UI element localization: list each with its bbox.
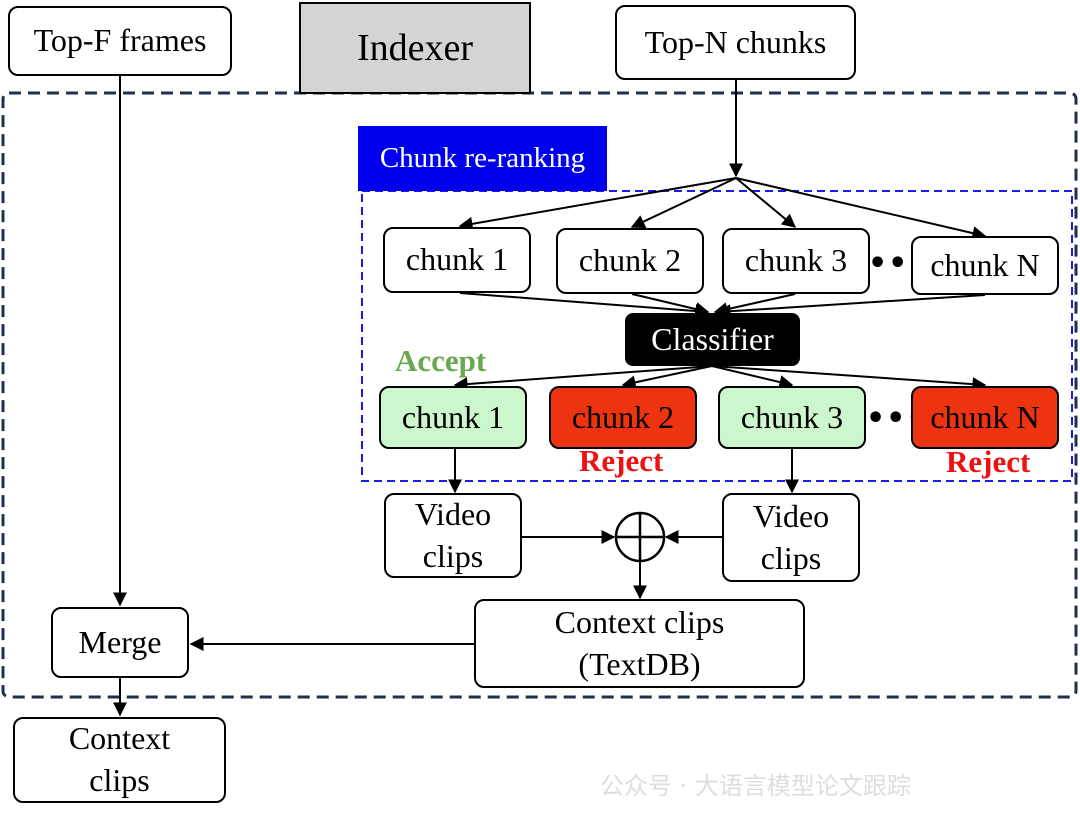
result-chunk-reject: chunk 2 <box>549 386 697 449</box>
arrow-classifier-result3 <box>711 365 794 389</box>
arrow-classifier-resultN <box>711 365 987 392</box>
merge-box: Merge <box>51 607 189 678</box>
indexer-box: Indexer <box>299 2 531 94</box>
context-clips-textdb-box: Context clips (TextDB) <box>474 599 805 688</box>
arrow-fan-chunk3 <box>735 177 797 228</box>
arrow-classifier-result2 <box>621 365 713 390</box>
classifier-box: Classifier <box>625 313 800 366</box>
top-n-chunks-box: Top-N chunks <box>615 5 856 80</box>
chunk-box: chunk 1 <box>383 227 531 293</box>
arrow-fan-chunk2 <box>630 177 737 228</box>
result-chunk-accept: chunk 3 <box>718 386 866 449</box>
video-clips-box: Video clips <box>384 493 522 578</box>
rerank-title: Chunk re-ranking <box>358 126 607 191</box>
accept-label: Accept <box>395 343 487 378</box>
arrow-fan-chunk1 <box>458 177 737 231</box>
video-clips-box: Video clips <box>722 493 860 582</box>
chunk-box: chunk 3 <box>722 228 870 294</box>
arrow-classifier-result1 <box>453 365 713 392</box>
result-chunk-accept: chunk 1 <box>379 386 527 449</box>
result-chunk-reject: chunk N <box>911 386 1059 449</box>
output-context-clips-box: Context clips <box>13 717 226 803</box>
chunk-box: chunk 2 <box>556 228 704 294</box>
arrow-chunk1-to-classifier <box>459 292 710 319</box>
reject-label: Reject <box>579 443 664 478</box>
rerank-dashed-region <box>361 190 1073 482</box>
oplus-icon <box>614 511 666 563</box>
chunk-box: chunk N <box>911 236 1059 295</box>
arrow-chunkN-to-classifier <box>716 294 986 319</box>
reject-label: Reject <box>946 444 1031 479</box>
top-f-frames-box: Top-F frames <box>8 6 232 76</box>
watermark-text: 公众号 · 大语言模型论文跟踪 <box>600 772 911 800</box>
arrow-chunk2-to-classifier <box>631 293 710 316</box>
arrow-fan-chunkN <box>735 177 987 240</box>
